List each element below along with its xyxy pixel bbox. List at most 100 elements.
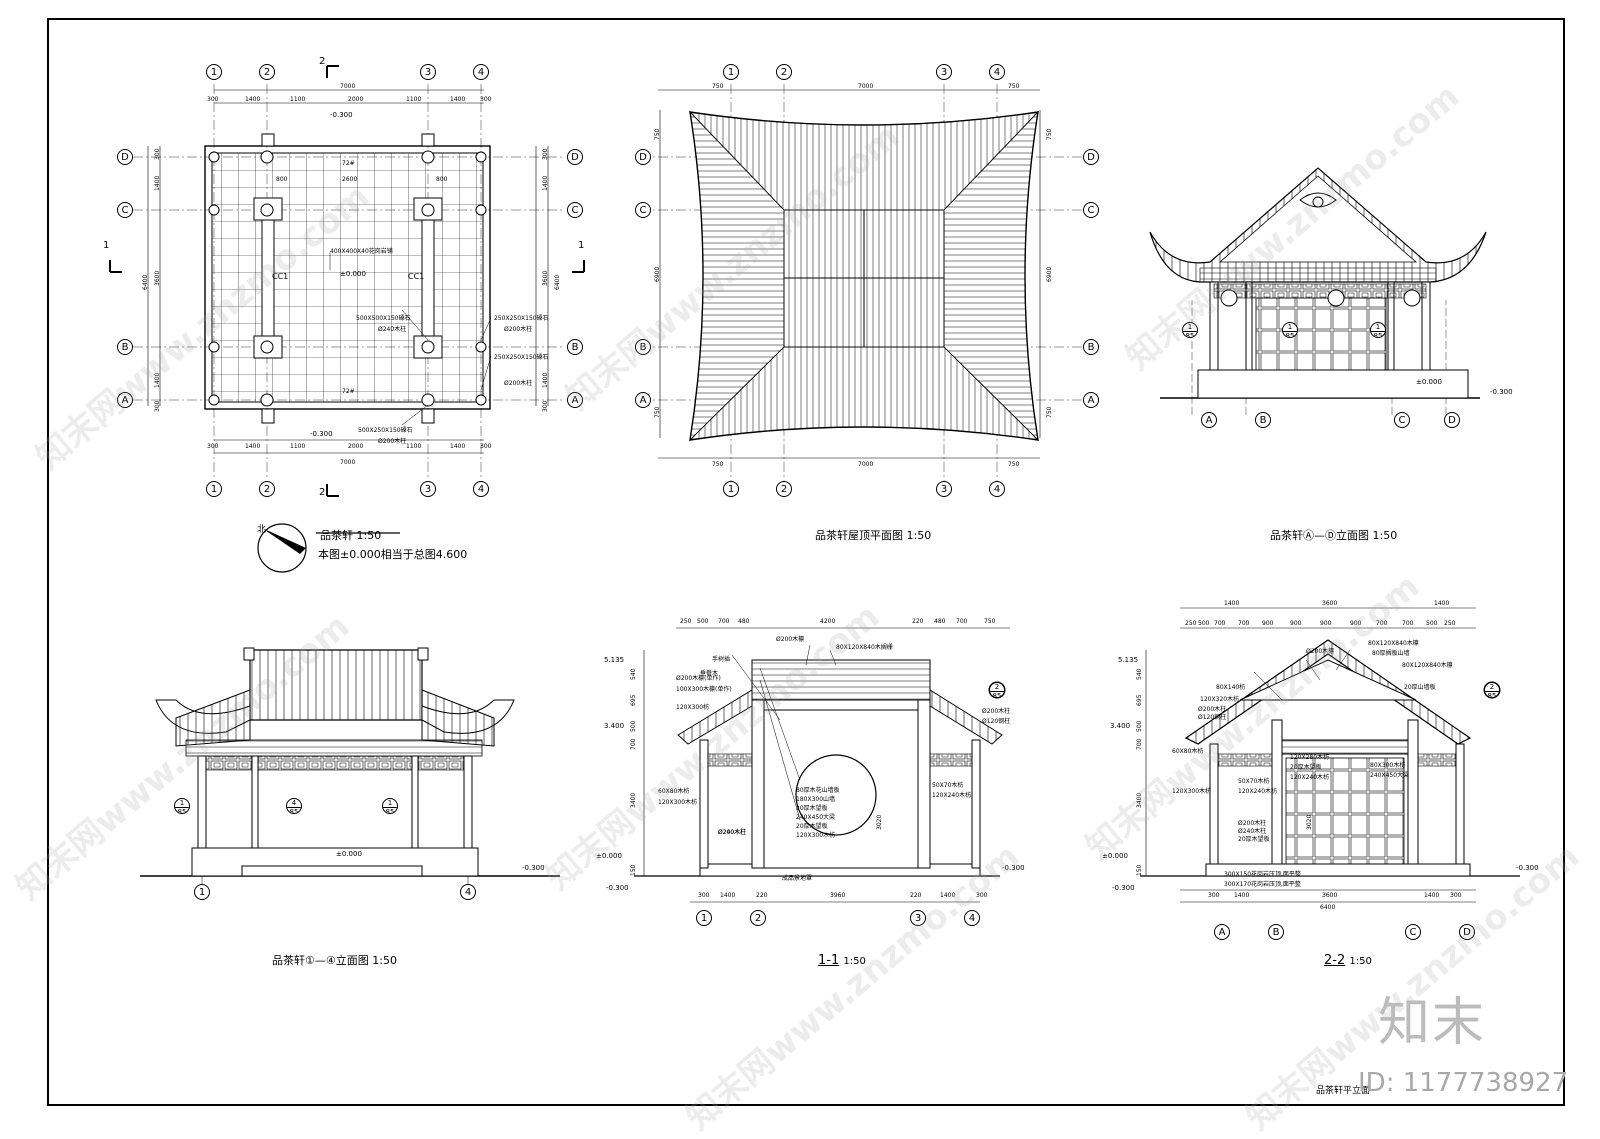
member-label: Ø120钢柱 — [982, 718, 1011, 725]
north-label: 北 — [257, 525, 267, 535]
member-label: 80X120X840木檩 — [1402, 662, 1453, 669]
dimension-text: 4200 — [820, 618, 836, 625]
member-label: 50X70木枋 — [932, 782, 964, 789]
axis-bubble: D — [1459, 924, 1475, 940]
material-label: 72# — [342, 388, 355, 395]
dimension-text: 300 — [698, 892, 710, 899]
level-text: ±0.000 — [340, 270, 366, 278]
dimension-text: 1400 — [1234, 892, 1250, 899]
axis-bubble: D — [1444, 412, 1460, 428]
dimension-text: 700 — [718, 618, 730, 625]
dimension-text: 1400 — [154, 372, 161, 388]
axis-bubble: A — [1201, 412, 1217, 428]
dimension-text: 1100 — [406, 443, 422, 450]
member-label: 120X300木枋 — [796, 832, 836, 839]
dimension-text: 7000 — [340, 459, 356, 466]
axis-bubble: B — [1268, 924, 1284, 940]
dimension-text: 300 — [154, 148, 161, 160]
dimension-text: 7000 — [858, 461, 874, 468]
dimension-text: 700 — [1402, 620, 1414, 627]
dimension-text: 750 — [712, 461, 724, 468]
material-label: 250X250X150磉石 — [494, 315, 549, 322]
member-label: 20厚木望板 — [796, 823, 828, 830]
dimension-text: 700 — [1238, 620, 1250, 627]
dimension-text: 300 — [207, 443, 219, 450]
dimension-text: 3600 — [1322, 600, 1338, 607]
dimension-text: 250 — [680, 618, 692, 625]
axis-bubble: B — [117, 339, 133, 355]
dimension-text: 1100 — [290, 96, 306, 103]
dimension-text: 540 — [1136, 668, 1143, 680]
dimension-text: 1400 — [940, 892, 956, 899]
axis-bubble: 2 — [776, 481, 792, 497]
dimension-text: 6900 — [1046, 266, 1053, 282]
level-text: 5.135 — [1118, 656, 1139, 664]
dimension-text: 300 — [480, 96, 492, 103]
level-text: 3.400 — [604, 722, 625, 730]
member-label: Ø200木檩(单作) — [676, 675, 721, 682]
dimension-text: 800 — [436, 176, 448, 183]
dimension-text: 2000 — [348, 443, 364, 450]
member-label: Ø200木柱 — [1198, 706, 1227, 713]
member-label: 20厚木望板 — [796, 805, 828, 812]
member-label: 60X80木枋 — [658, 788, 690, 795]
dimension-text: 700 — [630, 738, 637, 750]
dimension-text: 1400 — [542, 372, 549, 388]
dimension-text: 695 — [630, 694, 637, 706]
elevation-ad-title: 品茶轩Ⓐ—Ⓓ立面图 1:50 — [1270, 529, 1398, 542]
level-text: ±0.000 — [596, 852, 622, 860]
member-label: 手树插 — [712, 656, 731, 663]
axis-bubble: 4 — [989, 481, 1005, 497]
axis-bubble: D — [635, 149, 651, 165]
image-id: ID: 1177738927 — [1358, 1068, 1569, 1098]
dimension-text: 900 — [1290, 620, 1302, 627]
axis-bubble: C — [1394, 412, 1410, 428]
dimension-text: 1400 — [1434, 600, 1450, 607]
level-text: -0.300 — [1490, 388, 1513, 396]
member-label: 120X240木枋 — [1290, 774, 1330, 781]
dimension-text: 500 — [697, 618, 709, 625]
member-label: 20厚山墙板 — [1404, 684, 1436, 691]
drawing-frame — [47, 18, 1565, 1106]
dimension-text: 480 — [934, 618, 946, 625]
material-label: 500X500X150磉石 — [356, 315, 411, 322]
dimension-text: 3600 — [542, 270, 549, 286]
dimension-text: 300 — [207, 96, 219, 103]
dimension-text: 250 — [1185, 620, 1197, 627]
axis-bubble: 3 — [420, 481, 436, 497]
member-label: 120X240木枋 — [1238, 788, 1278, 795]
dimension-text: 480 — [738, 618, 750, 625]
level-text: -0.300 — [1002, 864, 1025, 872]
level-text: ±0.000 — [1102, 852, 1128, 860]
axis-bubble: C — [1405, 924, 1421, 940]
axis-bubble: 3 — [936, 481, 952, 497]
dimension-text: 6400 — [142, 274, 149, 290]
member-label: 垂脊木 — [700, 670, 719, 677]
level-text: -0.300 — [1516, 864, 1539, 872]
roof-plan-title: 品茶轩屋顶平面图 1:50 — [815, 529, 932, 542]
dimension-text: 220 — [910, 892, 922, 899]
dimension-text: 3960 — [830, 892, 846, 899]
level-text: -0.300 — [310, 430, 333, 438]
member-label: 300X150花岗岩压顶,面平整 — [1224, 871, 1301, 878]
axis-bubble: 2 — [776, 64, 792, 80]
axis-bubble: 2 — [750, 910, 766, 926]
dimension-text: 700 — [1214, 620, 1226, 627]
member-label: 120X240木枋 — [932, 792, 972, 799]
member-label: 20厚木望板 — [1238, 836, 1270, 843]
member-label: Ø200木柱 — [982, 708, 1011, 715]
axis-bubble: 1 — [206, 64, 222, 80]
axis-bubble: A — [567, 392, 583, 408]
member-label: 80厚木花山墙板 — [796, 787, 840, 794]
dimension-text: 300 — [542, 400, 549, 412]
member-label: Ø240木柱 — [718, 829, 747, 836]
member-label: 20厚木望板 — [1290, 764, 1322, 771]
material-label: Ø200木柱 — [378, 438, 407, 445]
axis-bubble: 4 — [460, 884, 476, 900]
axis-bubble: C — [635, 202, 651, 218]
